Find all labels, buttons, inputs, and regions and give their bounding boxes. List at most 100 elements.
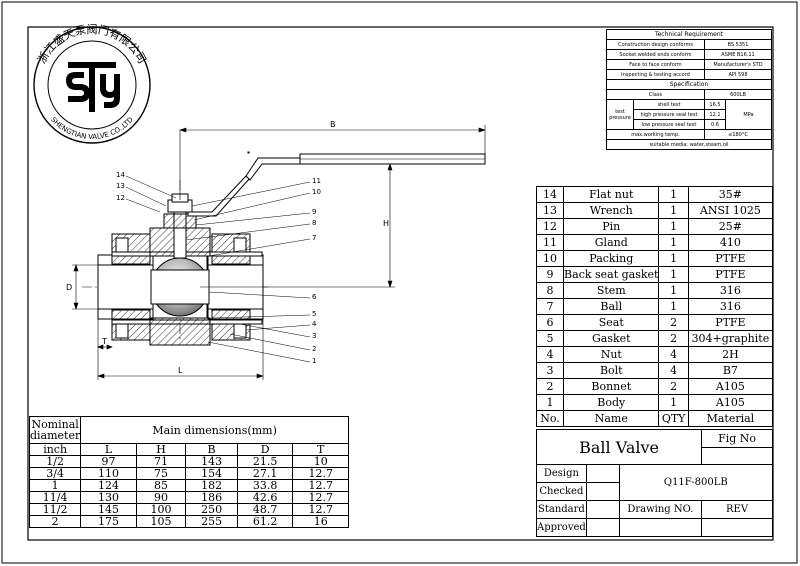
part-qty: 2 (658, 330, 689, 347)
test-label: high pressure seal test (633, 109, 705, 120)
dim-value-d: 48.7 (236, 503, 294, 516)
tech-row-label: Face to face conform (606, 59, 705, 70)
part-material: 2H (687, 346, 774, 363)
standard-value (585, 500, 620, 519)
dim-value-h: 71 (135, 455, 187, 468)
title-block: Ball Valve Fig No Design Q11F-800LB Chec… (535, 429, 774, 537)
nominal-size: 2 (28, 515, 82, 528)
callout-4: 4 (312, 320, 317, 328)
part-material: 304+graphite (687, 330, 774, 347)
callout-9: 9 (312, 208, 316, 216)
dim-value-d: 42.6 (236, 491, 294, 504)
callout-13: 13 (116, 182, 125, 190)
part-material: 25# (687, 218, 774, 235)
main-dimensions-table: Nominal diameter Main dimensions(mm) inc… (28, 416, 349, 528)
dim-label-t: T (101, 337, 107, 346)
test-label: shell test (633, 99, 705, 110)
company-seal: 浙江盛天泵阀门有限公司 SHENGTIAN VALVE CO.,LTD (33, 22, 151, 144)
part-name: Flat nut (563, 186, 660, 203)
callout-12: 12 (116, 194, 125, 202)
approved-label: Approved (536, 518, 587, 537)
header-no: No. (535, 410, 565, 427)
part-qty: 4 (658, 346, 689, 363)
class-value: 600LB (704, 89, 772, 100)
dim-value-d: 27.1 (236, 467, 294, 480)
pressure-unit: MPa (725, 99, 772, 130)
model-number: Q11F-800LB (618, 464, 774, 501)
technical-requirement-table: Technical Requirement Construction desig… (606, 29, 772, 150)
dim-value-h: 90 (135, 491, 187, 504)
part-qty: 2 (658, 378, 689, 395)
dim-value-b: 186 (185, 491, 238, 504)
class-label: Class (606, 89, 705, 100)
part-qty: 1 (658, 250, 689, 267)
standard-label: Standard (536, 500, 587, 519)
dim-value-l: 110 (80, 467, 137, 480)
dim-value-h: 75 (135, 467, 187, 480)
part-qty: 1 (658, 186, 689, 203)
part-number: 1 (535, 394, 565, 411)
part-callout-numbers: 14 13 12 11 10 9 8 7 6 5 4 3 2 1 (116, 171, 321, 365)
part-name: Wrench (563, 202, 660, 219)
max-temp-value: ≤180°C (704, 129, 772, 140)
test-pressure-label: test pressure (606, 99, 634, 130)
logo-monogram (66, 62, 120, 112)
part-number: 6 (535, 314, 565, 331)
nominal-size: 11/2 (28, 503, 82, 516)
fig-no-value (701, 446, 773, 465)
part-qty: 2 (658, 314, 689, 331)
tech-row-label: Inspecting & testing accord (606, 69, 705, 80)
drawing-no-label: Drawing NO. (618, 500, 703, 519)
tech-title: Technical Requirement (606, 29, 772, 40)
callout-2: 2 (312, 345, 316, 353)
part-name: Nut (563, 346, 660, 363)
dim-column-header: H (135, 443, 187, 456)
dim-value-t: 12.7 (292, 479, 349, 492)
test-value: 12.1 (704, 109, 726, 120)
inch-label: inch (28, 443, 82, 456)
checked-value (585, 482, 620, 501)
part-name: Packing (563, 250, 660, 267)
callout-11: 11 (312, 177, 321, 185)
callout-1: 1 (312, 357, 316, 365)
seal-name-en: SHENGTIAN VALVE CO.,LTD (49, 116, 135, 141)
dim-value-t: 16 (292, 515, 349, 528)
tech-row-value: API 598 (704, 69, 772, 80)
media-text: suitable media: water,steam,oil (606, 139, 772, 150)
nominal-size: 11/4 (28, 491, 82, 504)
dim-value-b: 250 (185, 503, 238, 516)
part-qty: 4 (658, 362, 689, 379)
valve-drawing (82, 130, 486, 346)
dim-value-b: 182 (185, 479, 238, 492)
dim-value-h: 105 (135, 515, 187, 528)
part-number: 10 (535, 250, 565, 267)
design-value (585, 464, 620, 483)
part-number: 11 (535, 234, 565, 251)
part-number: 3 (535, 362, 565, 379)
tech-row-value: BS 5351 (704, 39, 772, 50)
spec-title: Specification (606, 79, 772, 90)
dim-value-d: 33.8 (236, 479, 294, 492)
nominal-size: 1/2 (28, 455, 82, 468)
part-material: ANSI 1025 (687, 202, 774, 219)
part-number: 14 (535, 186, 565, 203)
dim-label-b: B (330, 120, 336, 129)
callout-6: 6 (312, 293, 317, 301)
dim-value-h: 85 (135, 479, 187, 492)
part-number: 2 (535, 378, 565, 395)
dim-value-l: 175 (80, 515, 137, 528)
rev-label: REV (701, 500, 773, 519)
callout-10: 10 (312, 188, 321, 196)
